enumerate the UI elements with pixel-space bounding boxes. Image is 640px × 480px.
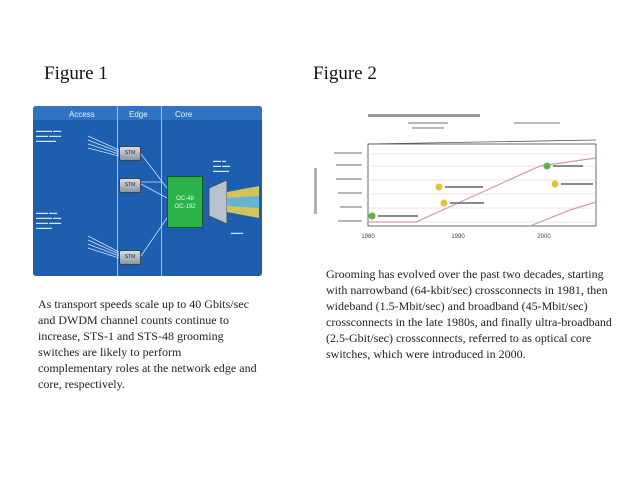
series-line-dark (367, 139, 597, 145)
marker-green (368, 212, 376, 220)
header-core: Core (175, 110, 193, 119)
diagram-links (87, 135, 259, 259)
legend-blur (408, 122, 448, 124)
core-switch: OC-48 OC-192 (167, 176, 203, 228)
legend-blur (514, 122, 560, 124)
marker-labels-blur (378, 165, 593, 217)
figure-2-title: Figure 2 (313, 63, 377, 84)
core-text-block: ▬▬ ▬▬▬ ▬▬▬▬▬▬ (213, 158, 231, 173)
legend-blur (412, 127, 444, 129)
figure-1-title: Figure 1 (44, 63, 108, 84)
edge-node: STM (119, 146, 141, 161)
chart-title-blur (368, 114, 480, 117)
figure-1-diagram: Access Edge Core ▬▬▬▬ ▬▬▬▬▬ ▬▬▬▬▬▬▬▬ ▬▬▬… (33, 106, 262, 276)
header-edge: Edge (129, 110, 148, 119)
marker-yellow (551, 180, 559, 188)
y-axis-label-blur (314, 168, 317, 214)
marker-green (543, 162, 551, 170)
column-divider (161, 106, 162, 276)
figure-2-chart: 1980 1990 2000 (308, 110, 606, 250)
x-tick-label: 1990 (451, 234, 465, 240)
marker-yellow (435, 183, 443, 191)
header-access: Access (69, 110, 95, 119)
x-tick-label: 2000 (537, 234, 551, 240)
figure-2-caption: Grooming has evolved over the past two d… (326, 267, 612, 361)
figure-1-caption: As transport speeds scale up to 40 Gbits… (38, 297, 257, 391)
core-label: OC-192 (174, 204, 196, 210)
series-line-pink-2 (529, 201, 597, 227)
diagram-header-band (33, 106, 262, 120)
access-text-block: ▬▬▬▬ ▬▬▬▬▬ ▬▬▬▬▬▬▬▬ (36, 128, 62, 143)
y-tick-labels-blur (334, 152, 362, 222)
series-line-pink (368, 157, 597, 223)
core-label: OC-48 (176, 196, 194, 202)
edge-node: STM (119, 250, 141, 265)
column-divider (117, 106, 118, 276)
core-text-block: ▬▬▬ (231, 230, 243, 235)
access-text-block: ▬▬▬ ▬▬▬▬▬▬ ▬▬▬▬▬ ▬▬▬▬▬▬▬ (36, 210, 62, 230)
x-tick-label: 1980 (361, 234, 375, 240)
edge-node: STM (119, 178, 141, 193)
marker-yellow (440, 199, 448, 207)
